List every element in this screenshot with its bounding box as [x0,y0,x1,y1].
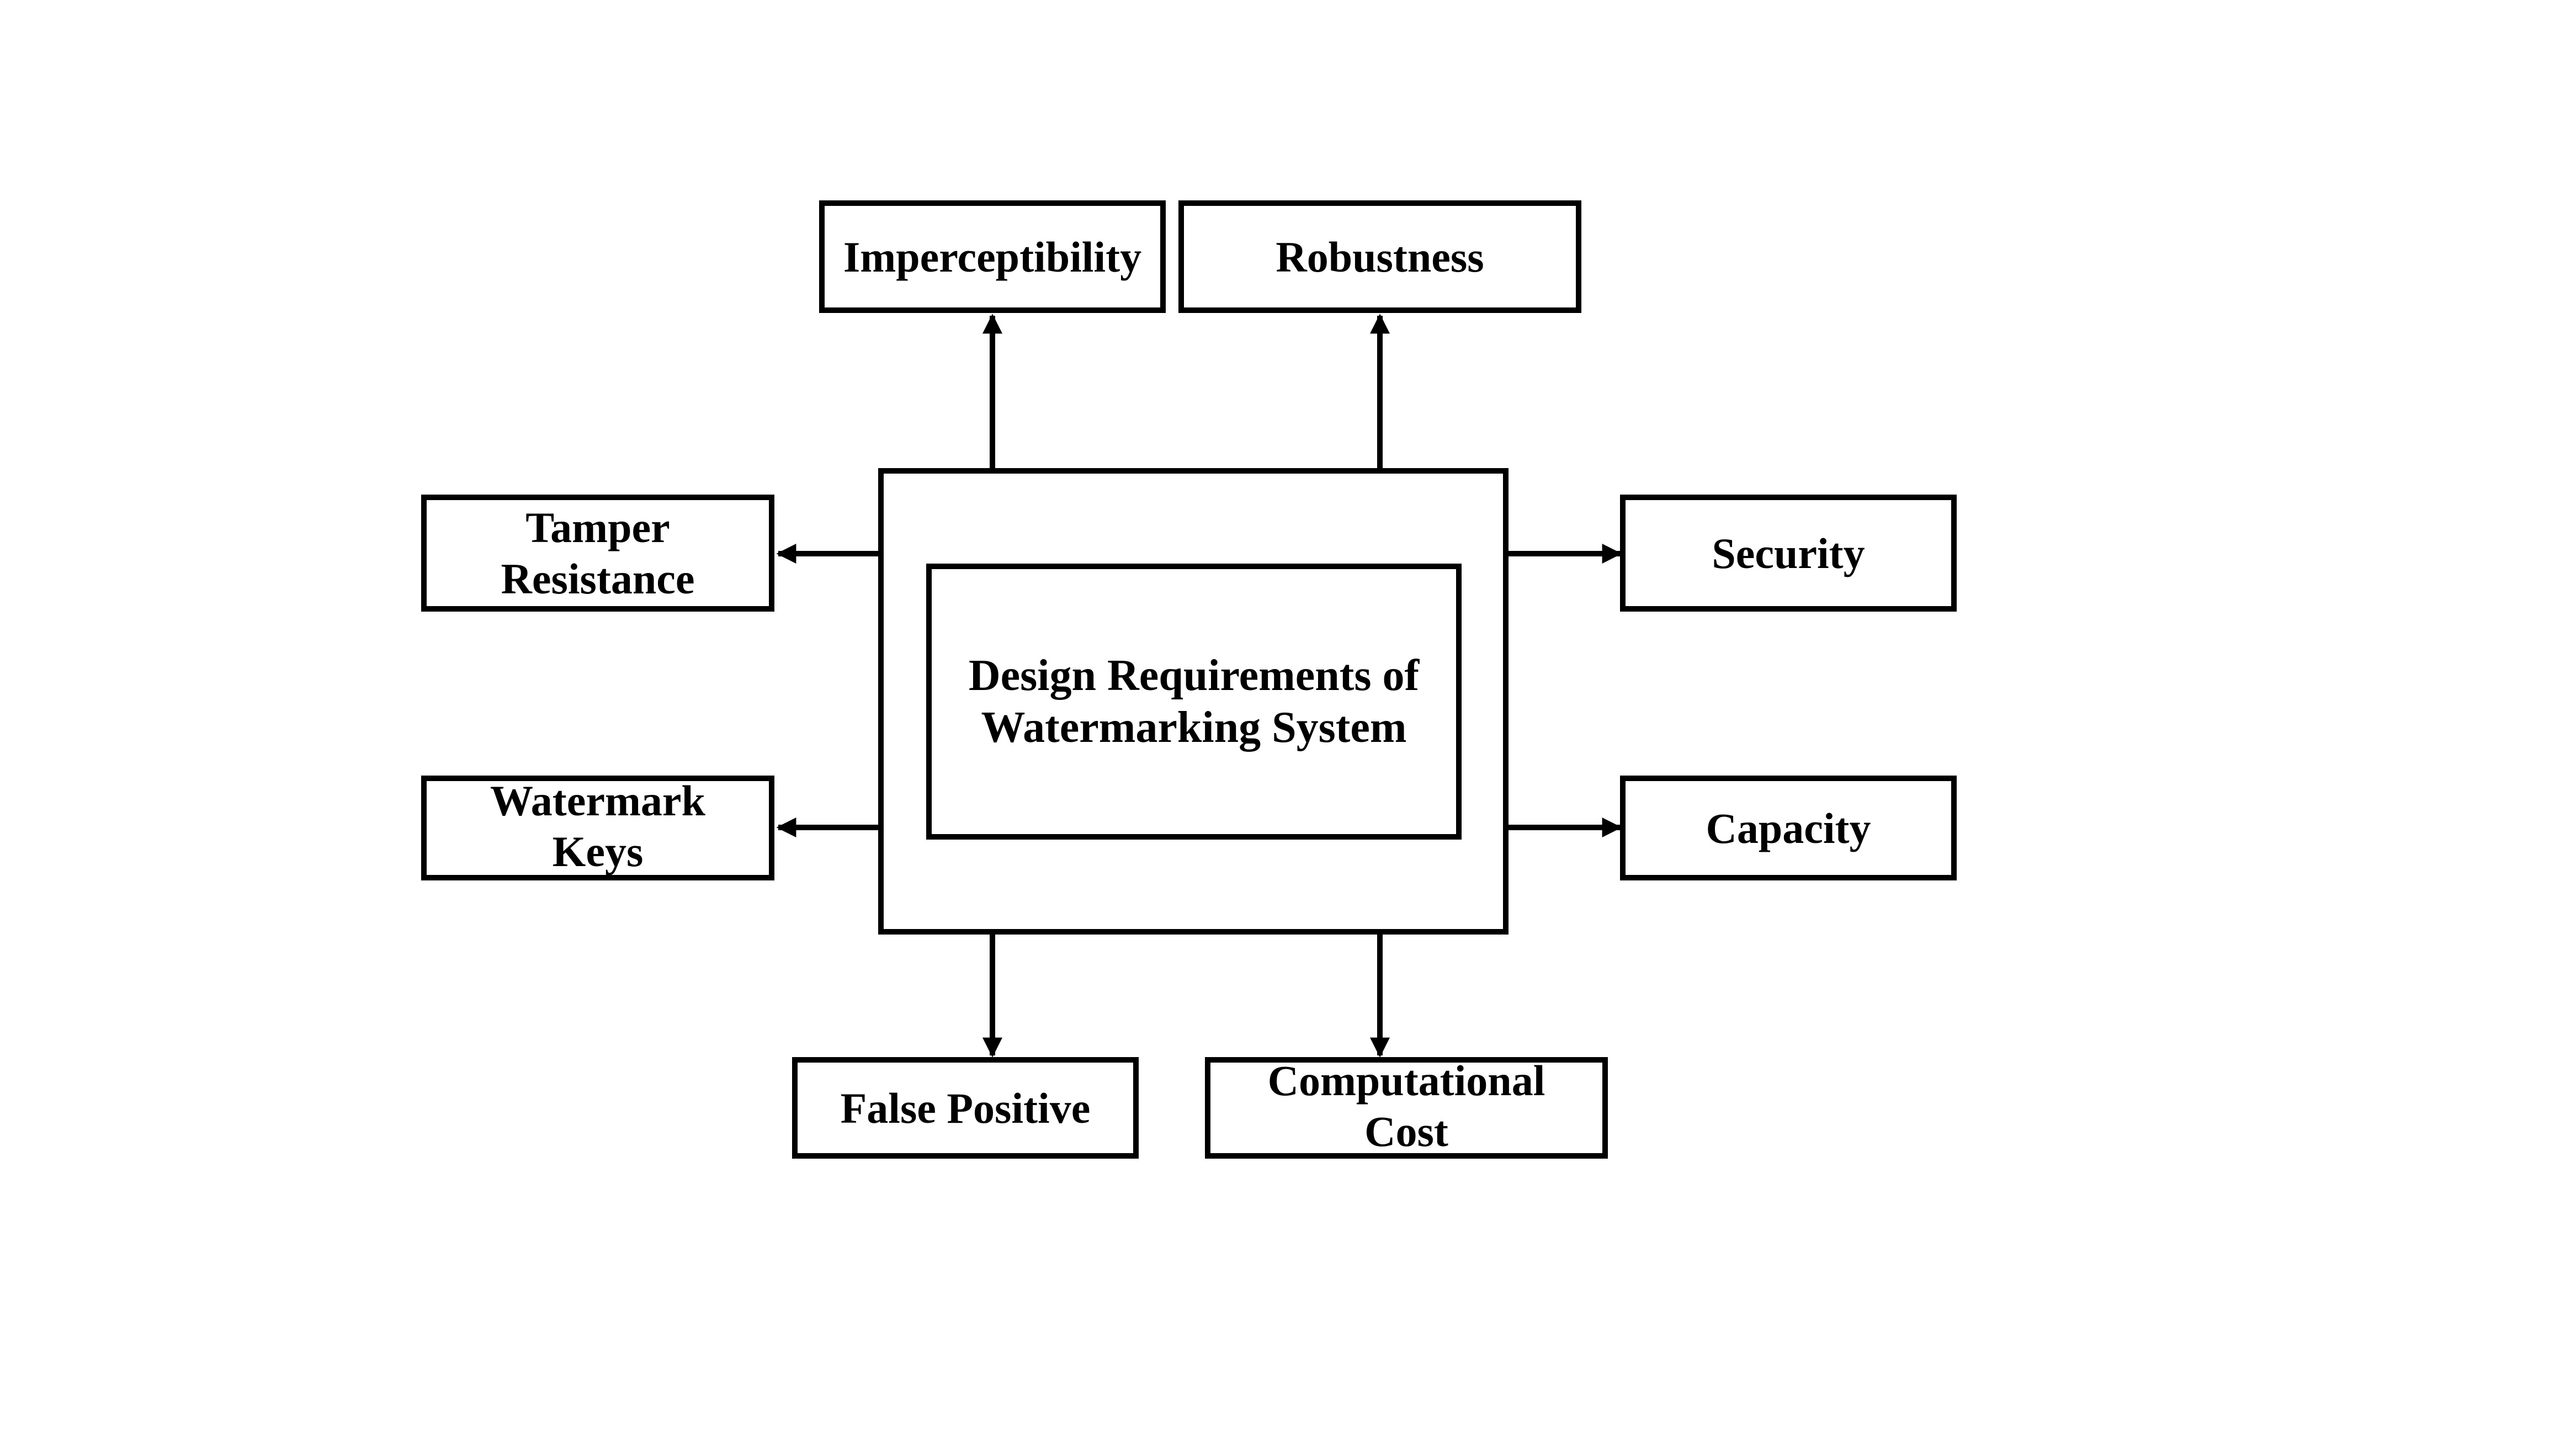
imperceptibility-label: Imperceptibility [843,232,1142,281]
watermark-keys-label: Watermark Keys [490,777,705,875]
imperceptibility-box: Imperceptibility [819,200,1166,313]
security-label: Security [1712,529,1865,577]
robustness-box: Robustness [1178,200,1581,313]
false-positive-label: False Positive [840,1084,1091,1132]
capacity-box: Capacity [1620,776,1957,880]
false-positive-box: False Positive [792,1057,1139,1159]
center-title: Design Requirements of Watermarking Syst… [968,651,1420,752]
tamper-resistance-label: Tamper Resistance [501,503,695,603]
center-inner-box: Design Requirements of Watermarking Syst… [926,564,1462,840]
capacity-label: Capacity [1706,804,1871,852]
computational-cost-label: Computational Cost [1267,1057,1545,1155]
robustness-label: Robustness [1276,232,1484,281]
security-box: Security [1620,495,1957,612]
tamper-resistance-box: Tamper Resistance [421,495,774,612]
watermark-keys-box: Watermark Keys [421,776,774,880]
computational-cost-box: Computational Cost [1205,1057,1608,1159]
